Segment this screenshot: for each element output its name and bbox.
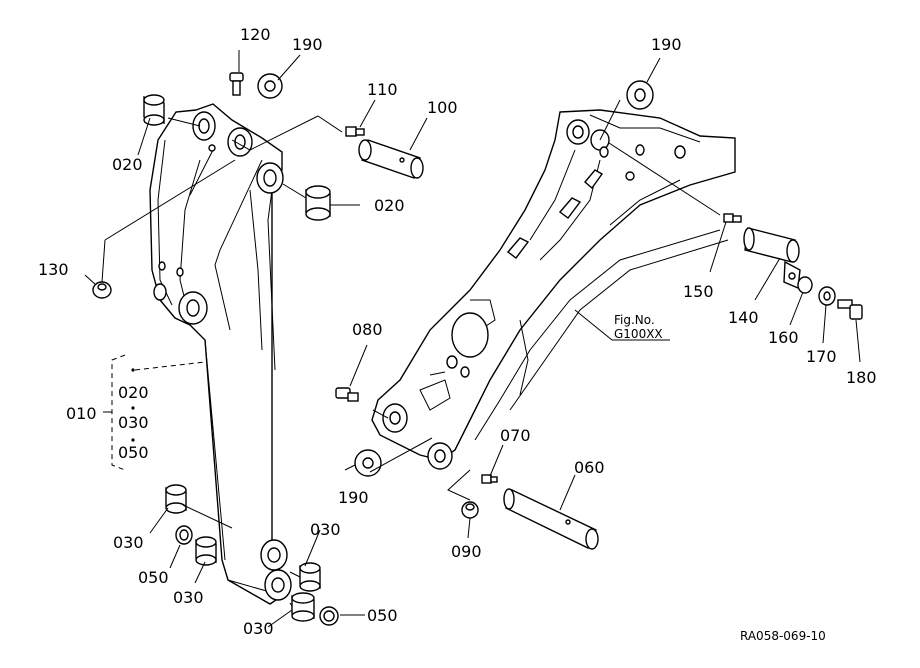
- callout-150: 150: [683, 282, 714, 301]
- group-member-030: 030: [118, 413, 149, 432]
- callout-190-top-left: 190: [292, 35, 323, 54]
- bolt-180: [837, 299, 863, 320]
- leader-lines: [84, 50, 861, 628]
- callout-020-right: 020: [374, 196, 405, 215]
- callout-130: 130: [38, 260, 69, 279]
- group-member-050: 050: [118, 443, 149, 462]
- figure-note: Fig.No. G100XX: [612, 313, 670, 341]
- callout-030-b: 030: [173, 588, 204, 607]
- callout-labels: 120 190 110 100 020 020 130 190 150 140 …: [38, 25, 877, 643]
- boom-body: [371, 109, 736, 461]
- bolt-080: [335, 387, 359, 402]
- callout-190-bottom: 190: [338, 488, 369, 507]
- callout-140: 140: [728, 308, 759, 327]
- bushing-030-c: [299, 562, 321, 592]
- bushing-030-b: [195, 536, 217, 566]
- boom-assembly: [371, 109, 736, 470]
- callout-110: 110: [367, 80, 398, 99]
- callout-190-top-right: 190: [651, 35, 682, 54]
- callout-180: 180: [846, 368, 877, 387]
- pin-100: [358, 139, 424, 179]
- callout-050-a: 050: [138, 568, 169, 587]
- pin-140: [743, 227, 801, 290]
- grease-fitting-110: [345, 126, 365, 137]
- callout-080: 080: [352, 320, 383, 339]
- callout-030-a: 030: [113, 533, 144, 552]
- callout-120: 120: [240, 25, 271, 44]
- callout-170: 170: [806, 347, 837, 366]
- figure-note-line1: Fig.No.: [614, 313, 655, 327]
- callout-020-left: 020: [112, 155, 143, 174]
- bushing-030-a: [165, 484, 187, 514]
- callout-090: 090: [451, 542, 482, 561]
- callout-050-b: 050: [367, 606, 398, 625]
- callout-030-d: 030: [243, 619, 274, 638]
- bolt-120: [229, 72, 244, 96]
- group-bracket-010: [103, 354, 135, 471]
- collar-160: [797, 276, 813, 294]
- bushing-020-right: [305, 185, 331, 221]
- callout-030-c: 030: [310, 520, 341, 539]
- callout-060: 060: [574, 458, 605, 477]
- grease-fitting-070: [481, 474, 498, 484]
- bushing-030-d: [291, 592, 315, 622]
- nut-090: [461, 501, 479, 519]
- reference-code: RA058-069-10: [740, 629, 826, 643]
- arm-assembly: [149, 103, 292, 605]
- group-member-020: 020: [118, 383, 149, 402]
- callout-070: 070: [500, 426, 531, 445]
- bushing-020-left: [143, 94, 165, 126]
- group-label-010: 010: [66, 404, 97, 423]
- pin-060: [503, 488, 599, 550]
- callout-100: 100: [427, 98, 458, 117]
- callout-160: 160: [768, 328, 799, 347]
- grease-fitting-150: [723, 213, 742, 223]
- figure-note-line2: G100XX: [614, 327, 663, 341]
